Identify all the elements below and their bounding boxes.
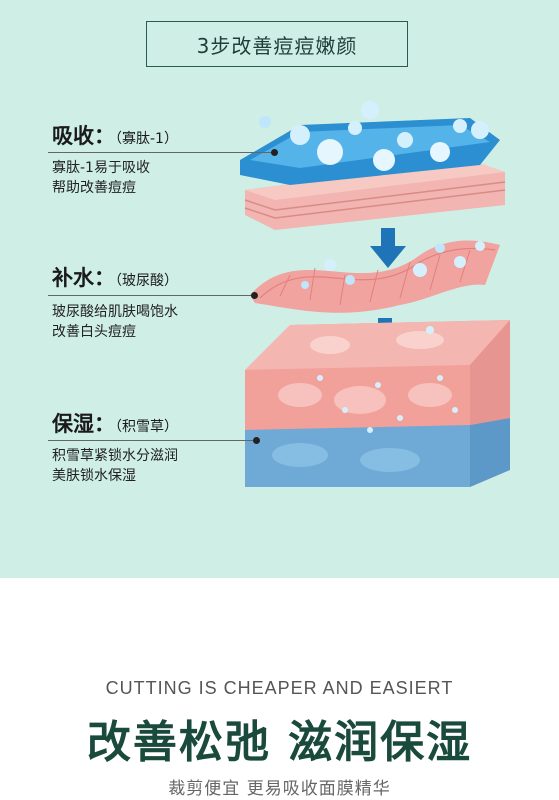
step-hydrate-label: 补水：（玻尿酸） xyxy=(52,262,178,292)
english-tagline: CUTTING IS CHEAPER AND EASIERT xyxy=(105,678,454,698)
step-moisturize-ingredient: （积雪草） xyxy=(115,419,178,435)
step-absorb-desc: 寡肽-1易于吸收 帮助改善痘痘 xyxy=(52,158,150,198)
desc-line: 美肤锁水保湿 xyxy=(52,468,136,484)
leader-dot xyxy=(253,437,260,444)
page-title: 3步改善痘痘嫩颜 xyxy=(146,21,408,67)
top-skin-slab xyxy=(244,160,506,230)
step-hydrate-ingredient: （玻尿酸） xyxy=(115,273,178,289)
down-arrow-icon xyxy=(370,228,406,268)
desc-line: 寡肽-1易于吸收 xyxy=(52,160,150,176)
leader-line xyxy=(48,152,274,153)
skin-layers-illustration xyxy=(240,101,510,487)
step-moisturize-label: 保湿：（积雪草） xyxy=(52,408,178,438)
subline: 裁剪便宜 更易吸收面膜精华 xyxy=(168,779,391,799)
step-moisturize-desc: 积雪草紧锁水分滋润 美肤锁水保湿 xyxy=(52,446,178,486)
leader-dot xyxy=(271,149,278,156)
leader-dot xyxy=(251,292,258,299)
step-absorb-title: 吸收： xyxy=(52,124,115,148)
desc-line: 玻尿酸给肌肤喝饱水 xyxy=(52,304,178,320)
leader-line xyxy=(48,295,254,296)
step-hydrate-title: 补水： xyxy=(52,266,115,290)
step-moisturize-title: 保湿： xyxy=(52,412,115,436)
step-absorb-ingredient: （寡肽-1） xyxy=(115,131,178,147)
step-hydrate-desc: 玻尿酸给肌肤喝饱水 改善白头痘痘 xyxy=(52,302,178,342)
desc-line: 积雪草紧锁水分滋润 xyxy=(52,448,178,464)
bottom-skin-block xyxy=(245,320,510,487)
top-water-layer xyxy=(240,101,500,185)
headline: 改善松弛 滋润保湿 xyxy=(86,717,473,768)
desc-line: 改善白头痘痘 xyxy=(52,324,136,340)
desc-line: 帮助改善痘痘 xyxy=(52,180,136,196)
leader-line xyxy=(48,440,256,441)
step-absorb-label: 吸收：（寡肽-1） xyxy=(52,120,178,150)
middle-skin-layer xyxy=(250,240,500,313)
